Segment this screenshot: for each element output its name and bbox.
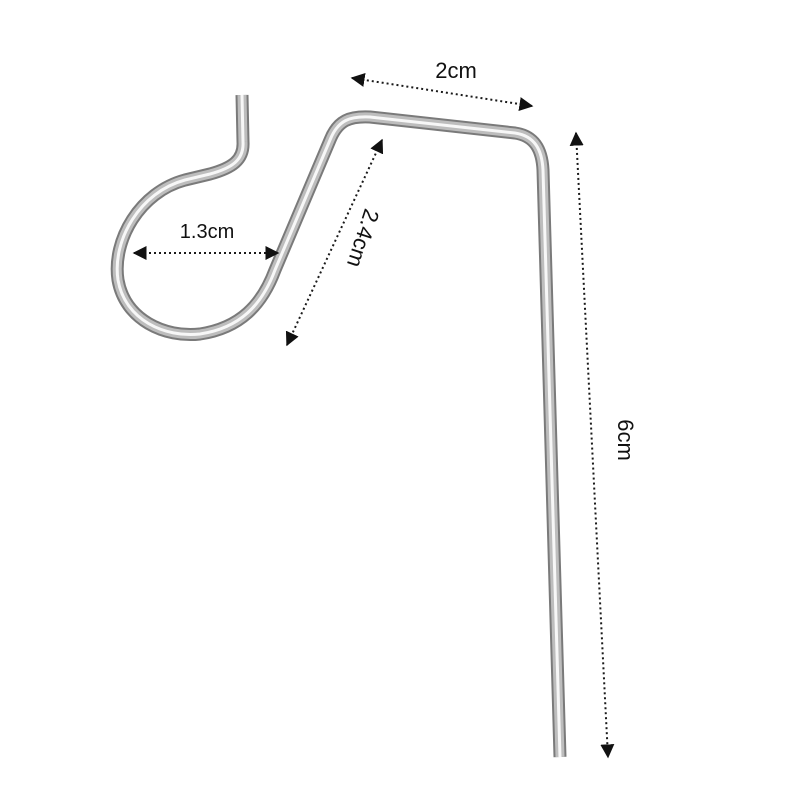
dimension-line-height (569, 131, 615, 759)
label-loop-diameter: 1.3cm (180, 221, 234, 243)
dimension-top-width: 2cm (350, 58, 534, 111)
label-height: 6cm (613, 419, 638, 461)
metal-hook (110, 94, 567, 758)
dimension-diagonal-length: 2.4cm (285, 138, 384, 347)
dimension-line-top-width (350, 73, 534, 111)
dimension-height: 6cm (569, 131, 638, 759)
wire-outline (110, 94, 567, 758)
wire-highlight (115, 94, 562, 758)
dimension-loop-diameter: 1.3cm (132, 221, 280, 260)
label-top-width: 2cm (435, 58, 477, 83)
label-diagonal-length: 2.4cm (342, 206, 384, 271)
wire-body (112, 94, 565, 758)
